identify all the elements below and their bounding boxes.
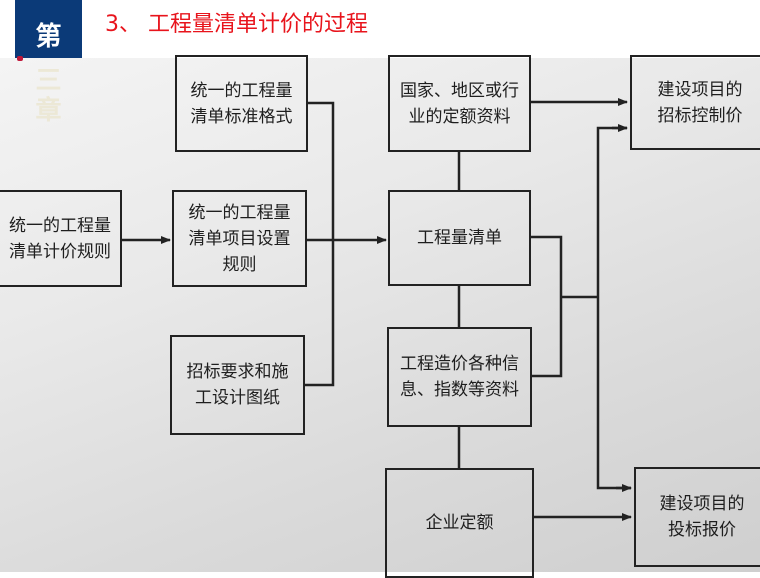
node-pricing-rules: 统一的工程量清单计价规则 — [0, 190, 122, 287]
chapter-char-1: 第 — [35, 22, 62, 52]
chapter-char-3: 章 — [35, 96, 62, 126]
node-text: 清单项目设置 — [188, 228, 291, 249]
node-std-format: 统一的工程量清单标准格式 — [175, 55, 308, 152]
node-text: 清单计价规则 — [9, 241, 111, 262]
node-text: 招标控制价 — [657, 105, 743, 126]
node-cost-info: 工程造价各种信息、指数等资料 — [387, 327, 532, 427]
node-text: 统一的工程量 — [9, 215, 111, 236]
node-text: 企业定额 — [425, 513, 494, 533]
node-text: 招标要求和施 — [186, 362, 289, 382]
node-text: 建设项目的 — [659, 494, 745, 514]
diagram-photo-background — [0, 58, 760, 572]
node-text: 业的定额资料 — [408, 106, 511, 127]
decorative-red-mark — [17, 56, 23, 61]
node-text: 工程造价各种信 — [400, 354, 519, 374]
chapter-char-2: 三 — [35, 66, 62, 96]
slide-title: 3、 工程量清单计价的过程 — [105, 12, 368, 37]
node-text: 统一的工程量 — [190, 80, 293, 101]
node-text: 建设项目的 — [657, 79, 743, 100]
node-text: 清单标准格式 — [190, 106, 293, 127]
node-enterprise-quota: 企业定额 — [385, 468, 534, 578]
chapter-label-block — [15, 0, 82, 58]
node-item-rules: 统一的工程量清单项目设置规则 — [172, 190, 307, 287]
node-quota-data: 国家、地区或行业的定额资料 — [388, 55, 531, 152]
node-text: 投标报价 — [668, 520, 736, 540]
node-tender-requirements: 招标要求和施工设计图纸 — [170, 335, 305, 435]
node-text: 息、指数等资料 — [400, 380, 519, 400]
node-text: 国家、地区或行 — [400, 80, 519, 101]
node-text: 工程量清单 — [417, 228, 502, 248]
node-text: 统一的工程量 — [188, 202, 291, 223]
node-bill-of-quantities: 工程量清单 — [388, 190, 531, 286]
node-text: 工设计图纸 — [195, 388, 280, 408]
node-text: 规则 — [222, 254, 257, 275]
node-bid-price: 建设项目的投标报价 — [634, 467, 760, 567]
node-control-price: 建设项目的招标控制价 — [630, 55, 760, 150]
